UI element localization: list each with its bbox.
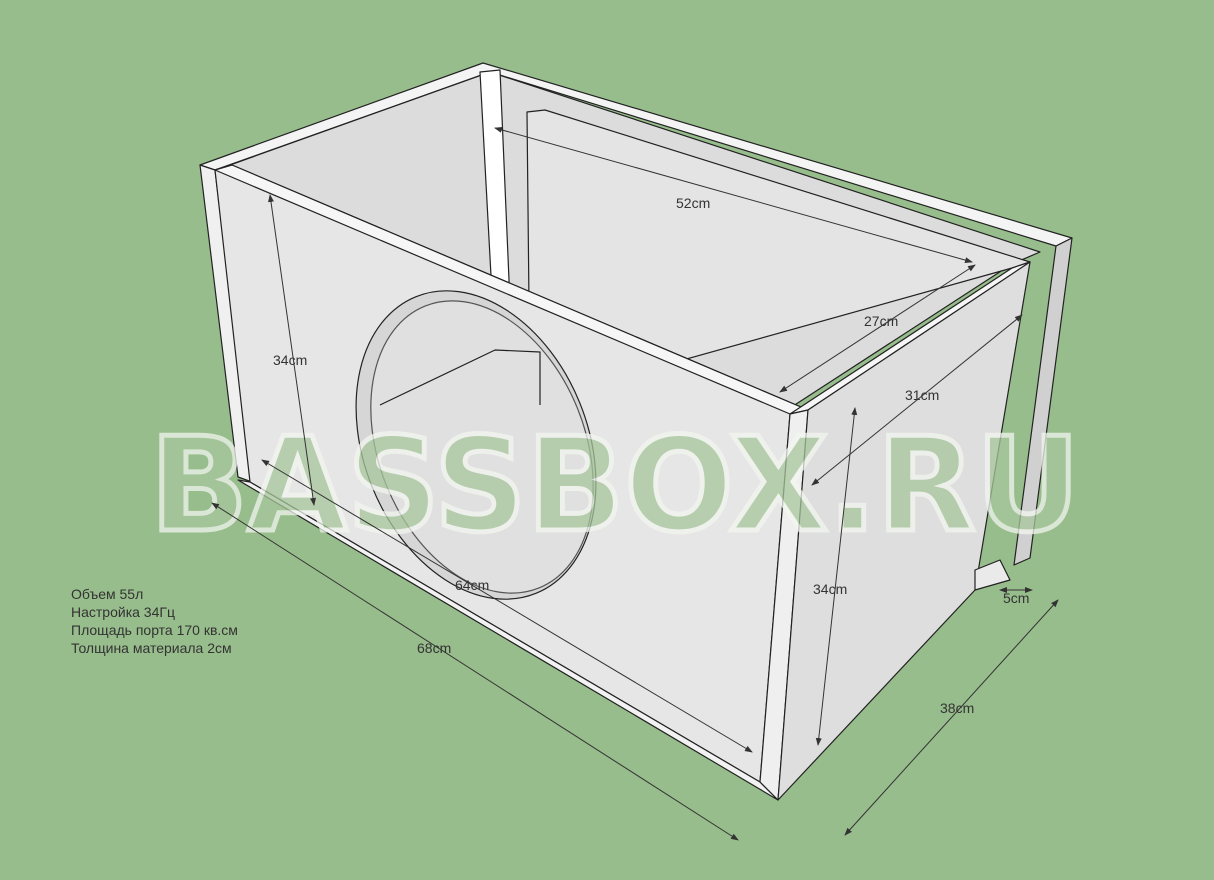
dim-side-depth: 31cm: [905, 387, 939, 403]
specs-block: Объем 55л Настройка 34Гц Площадь порта 1…: [71, 585, 238, 657]
dimension-lines: [211, 127, 1059, 841]
spec-tuning: Настройка 34Гц: [71, 604, 175, 620]
spec-material-thickness: Толщина материала 2см: [71, 640, 232, 656]
dim-port-width: 5cm: [1003, 590, 1029, 606]
dim-inner-length: 52cm: [676, 195, 710, 211]
dim-side-height: 34cm: [813, 581, 847, 597]
hole-interior-lines: [379, 349, 541, 406]
dim-outer-length: 68cm: [417, 640, 451, 656]
port-floor: [974, 559, 1011, 591]
spec-port-area: Площадь порта 170 кв.см: [71, 622, 238, 638]
dim-outer-depth: 38cm: [940, 700, 974, 716]
watermark: BASSBOX.RU: [150, 409, 1080, 561]
dim-inner-depth: 27cm: [864, 313, 898, 329]
dim-inner-width: 64cm: [455, 577, 489, 593]
back-panel-end: [1013, 237, 1073, 566]
dim-front-height: 34cm: [273, 352, 307, 368]
spec-volume: Объем 55л: [71, 586, 144, 602]
